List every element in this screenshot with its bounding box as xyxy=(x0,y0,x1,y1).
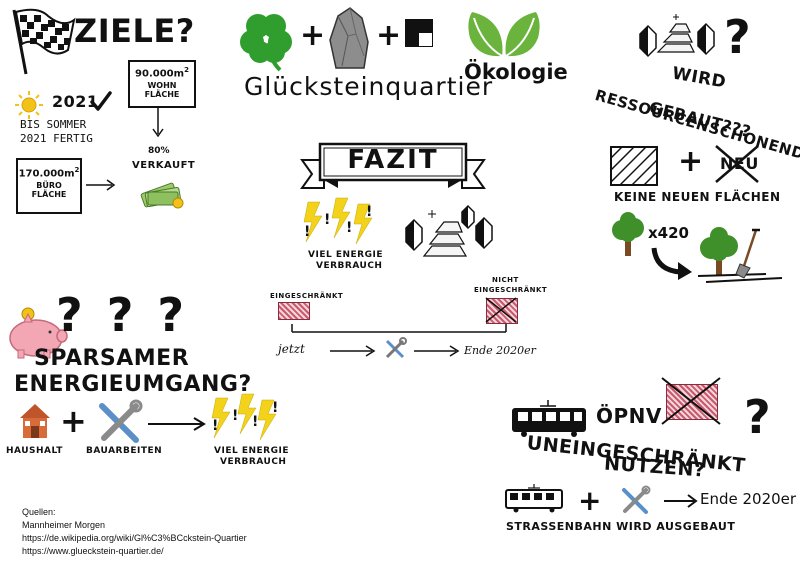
energie-line-2: ENERGIEUMGANG? xyxy=(14,372,252,397)
timeline-jetzt: jetzt xyxy=(278,342,305,356)
tram-icon-small xyxy=(505,484,563,513)
arrow-down-icon xyxy=(152,108,164,138)
svg-text:!: ! xyxy=(212,418,218,434)
strassenbahn-label: STRAßENBAHN WIRD AUSGEBAUT xyxy=(506,520,736,533)
summer-line-2: 2021 FERTIG xyxy=(20,132,93,145)
clover-icon xyxy=(240,14,292,72)
energie-energy-line-2: VERBRAUCH xyxy=(220,457,287,467)
curved-arrow-icon xyxy=(651,247,692,280)
oepnv-question-mark: ? xyxy=(744,390,771,444)
keine-flaechen-label: KEINE NEUEN FLÄCHEN xyxy=(614,190,781,204)
quellen-title: Quellen: xyxy=(22,507,56,517)
hatched-area-icon xyxy=(610,146,658,186)
ressourcen-line-3: GEBAUT??? xyxy=(647,97,754,142)
quellen-item: Mannheimer Morgen xyxy=(22,520,106,530)
wohn-area-value: 90.000m xyxy=(135,68,185,80)
planted-tree-icon xyxy=(697,227,783,283)
sold-label: VERKAUFT xyxy=(132,160,196,171)
fazit-energy-line-2: VERBRAUCH xyxy=(316,261,383,271)
sun-icon xyxy=(15,91,43,119)
tools-icon xyxy=(385,337,407,359)
svg-text:!: ! xyxy=(252,414,258,430)
quellen-link-wikipedia[interactable]: https://de.wikipedia.org/wiki/Gl%C3%BCck… xyxy=(22,533,247,543)
timeline-ende: Ende 2020er xyxy=(464,344,536,357)
haushalt-label: HAUSHALT xyxy=(6,446,63,456)
fazit-banner xyxy=(300,142,486,189)
checkmark-icon xyxy=(90,91,112,111)
wohnflaeche-box: 90.000m2 WOHN FLÄCHE xyxy=(128,60,196,108)
plus-icon-2: + xyxy=(376,18,402,53)
fazit-title: FAZIT xyxy=(347,145,439,175)
cross-out-icon-3 xyxy=(661,377,721,425)
quellen-link-website[interactable]: https://www.glueckstein-quartier.de/ xyxy=(22,546,164,556)
svg-text:!: ! xyxy=(324,212,330,228)
plus-icon-4: + xyxy=(60,402,87,440)
gold-bars-icon xyxy=(639,14,715,58)
label-nicht-1: NICHT xyxy=(492,276,519,284)
restricted-box-small xyxy=(278,302,310,320)
ressourcen-line-1: WIRD xyxy=(670,63,728,93)
bauarbeiten-label: BAUARBEITEN xyxy=(86,446,163,456)
buero-area-value: 170.000m xyxy=(18,168,75,180)
arrow-right-icon-2 xyxy=(664,494,698,508)
question-mark-big: ? xyxy=(724,10,751,64)
plus-icon-5: + xyxy=(578,484,602,517)
fazit-energy-line-1: VIEL ENERGIE xyxy=(308,250,383,260)
checkered-flag-icon xyxy=(12,8,76,75)
square-logo-icon xyxy=(405,19,433,47)
lightning-icon-group: !!!! xyxy=(303,197,373,245)
oepnv-line-1: ÖPNV xyxy=(596,404,662,428)
question-marks: ? ? ? xyxy=(56,288,189,342)
piggy-bank-icon xyxy=(9,307,68,359)
wohn-label-1: WOHN xyxy=(147,81,177,91)
energie-energy-line-1: VIEL ENERGIE xyxy=(214,446,289,456)
plus-icon-3: + xyxy=(678,144,704,179)
wohn-label-2: FLÄCHE xyxy=(144,90,180,100)
long-arrow-icon xyxy=(148,417,206,431)
wohn-area-sup: 2 xyxy=(184,66,189,74)
trees-count: x420 xyxy=(648,224,689,242)
oekologie-title: Ökologie xyxy=(464,60,568,84)
label-nicht-2: EINGESCHRÄNKT xyxy=(474,286,548,294)
house-icon xyxy=(20,404,50,438)
buero-area-sup: 2 xyxy=(74,166,80,174)
svg-text:!: ! xyxy=(346,220,352,236)
tools-icon-medium xyxy=(622,485,651,514)
bueroflaeche-box: 170.000m2 BÜRO FLÄCHE xyxy=(16,158,82,214)
project-title: Glücksteinquartier xyxy=(244,72,494,101)
energie-line-1: SPARSAMER xyxy=(34,346,190,371)
buero-label-1: BÜRO xyxy=(36,181,62,191)
stone-icon xyxy=(329,7,369,69)
oepnv-ende: Ende 2020er xyxy=(700,490,797,508)
label-eingeschraenkt: EINGESCHRÄNKT xyxy=(270,292,344,300)
tram-icon xyxy=(512,400,586,437)
tree-icon xyxy=(612,212,644,256)
svg-text:!: ! xyxy=(304,224,310,240)
goal-year: 2021 xyxy=(52,92,99,111)
svg-text:!: ! xyxy=(272,400,278,416)
svg-text:!: ! xyxy=(366,204,372,220)
timeline-arrow-2 xyxy=(414,345,460,357)
sold-percent: 80% xyxy=(148,146,170,156)
leaves-icon xyxy=(468,12,540,57)
arrow-right-icon xyxy=(86,179,116,191)
plus-icon-1: + xyxy=(300,18,326,53)
cross-out-icon xyxy=(715,145,759,183)
tools-icon-large xyxy=(99,399,143,443)
svg-text:!: ! xyxy=(232,408,238,424)
buero-label-2: FLÄCHE xyxy=(31,190,67,200)
cross-out-icon-2 xyxy=(485,297,517,323)
lightning-icon-group-2: !!!! xyxy=(211,393,278,441)
summer-line-1: BIS SOMMER xyxy=(20,118,87,131)
fazit-gold-bars-icon xyxy=(405,204,493,257)
timeline-line xyxy=(291,324,507,333)
ziele-title: ZIELE? xyxy=(74,12,195,50)
timeline-arrow-1 xyxy=(330,345,376,357)
money-icon xyxy=(140,182,184,209)
quellen-section: Quellen: Mannheimer Morgen https://de.wi… xyxy=(22,506,247,558)
